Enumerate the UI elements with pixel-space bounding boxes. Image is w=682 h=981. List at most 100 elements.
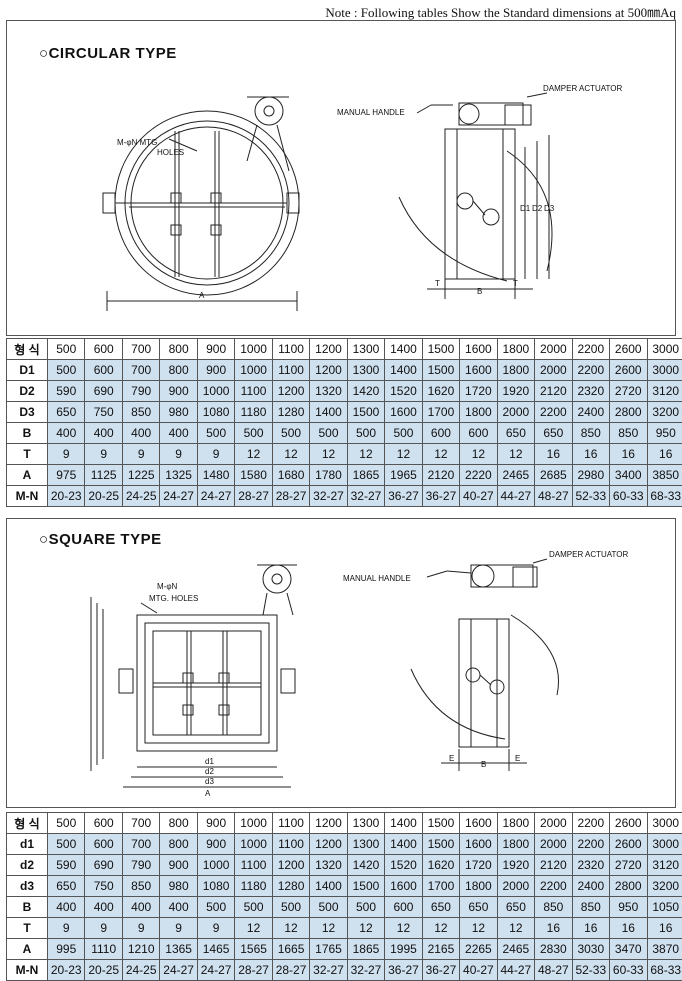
dimension-cell: 1800 — [460, 876, 497, 897]
model-size-cell: 1800 — [497, 813, 534, 834]
model-size-cell: 600 — [85, 339, 122, 360]
row-label: D3 — [7, 402, 48, 423]
model-size-cell: 2000 — [535, 813, 572, 834]
sq-holes-label-1: M-φN — [157, 582, 178, 591]
dimension-cell: 500 — [235, 897, 272, 918]
dimension-cell: 690 — [85, 855, 122, 876]
dimension-cell: 2800 — [610, 402, 647, 423]
dimension-cell: 3470 — [610, 939, 647, 960]
dimension-cell: 1320 — [310, 381, 347, 402]
dimension-cell: 850 — [572, 897, 609, 918]
dimension-cell: 24-25 — [122, 486, 159, 507]
model-size-cell: 2000 — [535, 339, 572, 360]
dimension-cell: 650 — [497, 897, 534, 918]
dimension-cell: 9 — [160, 444, 197, 465]
dimension-cell: 3200 — [647, 876, 682, 897]
dimension-cell: 800 — [160, 360, 197, 381]
dimension-cell: 9 — [48, 918, 85, 939]
dimension-cell: 980 — [160, 876, 197, 897]
circ-damper-actuator-label: DAMPER ACTUATOR — [543, 84, 622, 93]
dimension-cell: 12 — [497, 444, 534, 465]
dimension-cell: 650 — [535, 423, 572, 444]
dimension-cell: 975 — [48, 465, 85, 486]
dimension-cell: 2465 — [497, 465, 534, 486]
dimension-cell: 16 — [572, 444, 609, 465]
sq-dim-b: B — [481, 760, 486, 769]
model-size-cell: 1000 — [235, 813, 272, 834]
dimension-cell: 1465 — [197, 939, 234, 960]
circ-dim-d1: D1 — [520, 204, 531, 213]
dimension-cell: 9 — [85, 918, 122, 939]
dimension-cell: 12 — [347, 918, 384, 939]
dimension-cell: 36-27 — [422, 486, 459, 507]
dimension-cell: 2400 — [572, 876, 609, 897]
dimension-cell: 1210 — [122, 939, 159, 960]
dimension-cell: 20-25 — [85, 960, 122, 981]
dimension-cell: 900 — [160, 381, 197, 402]
dimension-cell: 1280 — [272, 402, 309, 423]
dimension-cell: 700 — [122, 360, 159, 381]
dimension-cell: 3870 — [647, 939, 682, 960]
dimension-cell: 44-27 — [497, 960, 534, 981]
dimension-cell: 1200 — [272, 381, 309, 402]
dimension-cell: 2320 — [572, 855, 609, 876]
dimension-cell: 1000 — [235, 360, 272, 381]
dimension-cell: 2265 — [460, 939, 497, 960]
dimension-cell: 2165 — [422, 939, 459, 960]
dimension-cell: 1600 — [460, 360, 497, 381]
dimension-cell: 950 — [610, 897, 647, 918]
dimension-cell: 1400 — [385, 834, 422, 855]
dimension-cell: 2465 — [497, 939, 534, 960]
dimension-cell: 3120 — [647, 381, 682, 402]
dimension-cell: 1400 — [385, 360, 422, 381]
dimension-cell: 28-27 — [235, 960, 272, 981]
dimension-cell: 28-27 — [272, 486, 309, 507]
dimension-cell: 68-33 — [647, 960, 682, 981]
dimension-cell: 690 — [85, 381, 122, 402]
model-size-cell: 800 — [160, 813, 197, 834]
dimension-cell: 1365 — [160, 939, 197, 960]
dimension-cell: 1765 — [310, 939, 347, 960]
dimension-cell: 48-27 — [535, 960, 572, 981]
dimension-cell: 2400 — [572, 402, 609, 423]
dimension-cell: 400 — [160, 897, 197, 918]
circ-holes-label-2: HOLES — [157, 148, 184, 157]
dimension-cell: 2720 — [610, 855, 647, 876]
dimension-cell: 400 — [48, 423, 85, 444]
dimension-cell: 3000 — [647, 360, 682, 381]
dimension-cell: 1965 — [385, 465, 422, 486]
dimension-cell: 1680 — [272, 465, 309, 486]
row-label: D1 — [7, 360, 48, 381]
dimension-cell: 750 — [85, 876, 122, 897]
dimension-cell: 995 — [48, 939, 85, 960]
dimension-cell: 400 — [48, 897, 85, 918]
square-type-panel: ○SQUARE TYPE — [6, 518, 676, 808]
dimension-cell: 32-27 — [347, 486, 384, 507]
dimension-cell: 3030 — [572, 939, 609, 960]
dimension-cell: 2000 — [535, 834, 572, 855]
dimension-cell: 650 — [497, 423, 534, 444]
model-size-cell: 1200 — [310, 339, 347, 360]
dimension-cell: 3850 — [647, 465, 682, 486]
dimension-cell: 12 — [385, 444, 422, 465]
dimension-cell: 400 — [85, 423, 122, 444]
circ-dim-t-right: T — [513, 279, 518, 288]
row-label: 형 식 — [7, 339, 48, 360]
model-size-cell: 1400 — [385, 339, 422, 360]
dimension-cell: 500 — [235, 423, 272, 444]
dimension-cell: 9 — [85, 444, 122, 465]
dimension-cell: 590 — [48, 855, 85, 876]
dimension-cell: 500 — [197, 423, 234, 444]
sq-dim-d1: d1 — [205, 757, 214, 766]
sq-dim-d2: d2 — [205, 767, 214, 776]
square-damper-drawing: M-φN MTG. HOLES d1 d2 d3 A — [7, 519, 675, 807]
dimension-cell: 12 — [310, 444, 347, 465]
model-size-cell: 700 — [122, 339, 159, 360]
dimension-cell: 500 — [347, 423, 384, 444]
dimension-cell: 500 — [272, 897, 309, 918]
row-label: M-N — [7, 960, 48, 981]
